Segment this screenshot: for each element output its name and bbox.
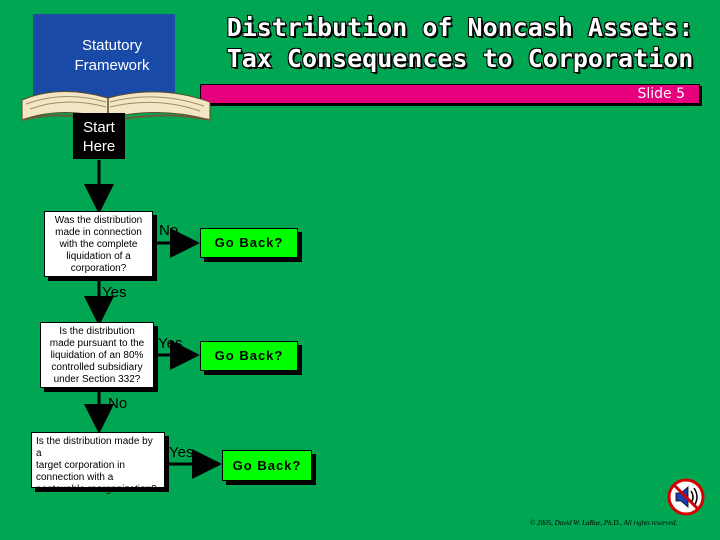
question-box-2: Is the distribution made pursuant to the… — [40, 322, 154, 388]
question-3-line: target corporation in — [36, 460, 125, 471]
question-2-line: under Section 332? — [53, 374, 141, 385]
go-back-button-3[interactable]: Go Back? — [222, 450, 312, 481]
slide-title: Distribution of Noncash Assets: Tax Cons… — [210, 12, 710, 74]
book-label-line1: Statutory — [81, 37, 143, 54]
question-1-line: with the complete — [59, 239, 138, 250]
question-1-line: liquidation of a — [66, 251, 131, 262]
question-3-line: nontaxable reorganization? — [36, 484, 157, 495]
sound-off-icon — [667, 478, 705, 516]
question-1-down-label: Yes — [102, 284, 127, 301]
question-2-right-label: Yes — [158, 335, 183, 352]
start-here-box: Start Here — [73, 113, 125, 159]
slide-number: Slide 5 — [637, 86, 685, 102]
question-2-down-label: No — [108, 395, 128, 412]
question-1-line: Was the distribution — [54, 215, 143, 226]
go-back-button-1[interactable]: Go Back? — [200, 228, 298, 258]
go-back-button-2[interactable]: Go Back? — [200, 341, 298, 371]
question-3-line: connection with a — [36, 472, 114, 483]
sound-toggle-button[interactable] — [664, 478, 708, 516]
start-line1: Start — [83, 119, 115, 136]
open-book-icon — [21, 13, 211, 124]
question-2-line: controlled subsidiary — [51, 362, 143, 373]
question-2-line: Is the distribution — [59, 326, 135, 337]
slide-number-bar: Slide 5 — [200, 84, 700, 104]
book-label: Statutory Framework — [62, 36, 162, 76]
question-3-right-label: Yes — [169, 444, 194, 461]
question-box-1: Was the distribution made in connection … — [44, 211, 153, 277]
start-line2: Here — [82, 138, 116, 155]
question-2-line: made pursuant to the — [49, 338, 145, 349]
question-3-line: Is the distribution made by a — [36, 436, 153, 459]
slide-title-line1: Distribution of Noncash Assets: — [226, 13, 694, 42]
book-label-line2: Framework — [74, 57, 150, 74]
slide-title-line2: Tax Consequences to Corporation — [226, 44, 694, 73]
question-1-line: corporation? — [70, 263, 127, 274]
copyright-notice: © 2005, David W. LaRue, Ph.D., All right… — [530, 519, 678, 527]
question-box-3: Is the distribution made by a target cor… — [31, 432, 165, 495]
question-2-line: liquidation of an 80% — [50, 350, 144, 361]
question-1-line: made in connection — [55, 227, 142, 238]
statutory-framework-book[interactable]: Statutory Framework — [20, 13, 215, 124]
question-1-right-label: No — [159, 222, 179, 239]
